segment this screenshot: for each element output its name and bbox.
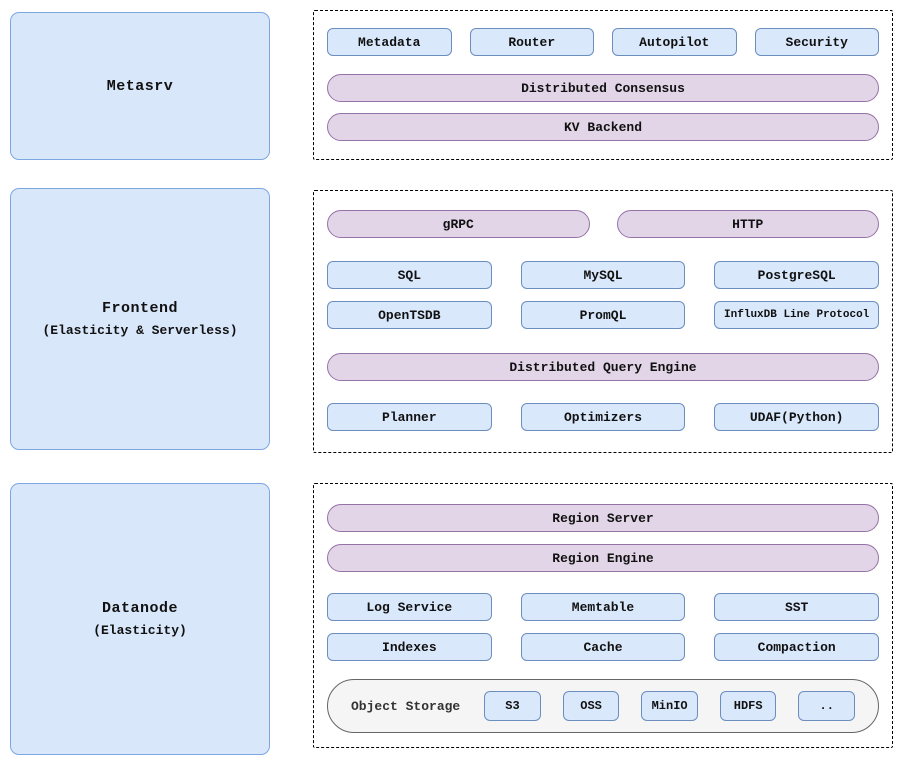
box-security: Security <box>754 28 879 56</box>
box-log-service: Log Service <box>327 593 492 621</box>
box-metadata: Metadata <box>327 28 452 56</box>
object-storage-container: Object Storage S3 OSS MinIO HDFS .. <box>327 679 879 733</box>
metasrv-title: Metasrv <box>106 77 174 95</box>
box-router: Router <box>469 28 594 56</box>
frontend-container: gRPC HTTP SQL MySQL PostgreSQL OpenTSDB … <box>313 190 893 453</box>
pill-distributed-consensus: Distributed Consensus <box>327 74 879 102</box>
box-promql: PromQL <box>520 301 686 329</box>
box-sql: SQL <box>327 261 492 289</box>
frontend-transport-row: gRPC HTTP <box>327 210 879 238</box>
object-storage-label: Object Storage <box>351 698 461 714</box>
box-hdfs: HDFS <box>719 691 777 721</box>
box-indexes: Indexes <box>327 633 492 661</box>
box-opentsdb: OpenTSDB <box>327 301 492 329</box>
frontend-protocols-row1: SQL MySQL PostgreSQL <box>327 261 879 289</box>
pill-kv-backend: KV Backend <box>327 113 879 141</box>
box-postgresql: PostgreSQL <box>714 261 879 289</box>
box-optimizers: Optimizers <box>520 403 686 431</box>
frontend-panel: Frontend (Elasticity & Serverless) <box>10 188 270 450</box>
metasrv-panel: Metasrv <box>10 12 270 160</box>
datanode-storage-row1: Log Service Memtable SST <box>327 593 879 621</box>
pill-grpc: gRPC <box>327 210 590 238</box>
pill-region-server: Region Server <box>327 504 879 532</box>
pill-distributed-query-engine: Distributed Query Engine <box>327 353 879 381</box>
datanode-container: Region Server Region Engine Log Service … <box>313 483 893 748</box>
metasrv-container: Metadata Router Autopilot Security Distr… <box>313 10 893 160</box>
box-udaf-python: UDAF(Python) <box>714 403 879 431</box>
pill-http: HTTP <box>616 210 879 238</box>
box-compaction: Compaction <box>714 633 879 661</box>
datanode-subtitle: (Elasticity) <box>93 623 187 638</box>
box-planner: Planner <box>327 403 492 431</box>
box-mysql: MySQL <box>520 261 686 289</box>
frontend-title: Frontend <box>101 300 178 317</box>
box-autopilot: Autopilot <box>612 28 737 56</box>
frontend-engine-row: Planner Optimizers UDAF(Python) <box>327 403 879 431</box>
box-s3: S3 <box>484 691 541 721</box>
box-sst: SST <box>714 593 879 621</box>
pill-region-engine: Region Engine <box>327 544 879 572</box>
frontend-protocols-row2: OpenTSDB PromQL InfluxDB Line Protocol <box>327 301 879 329</box>
frontend-subtitle: (Elasticity & Serverless) <box>42 323 238 338</box>
datanode-storage-row2: Indexes Cache Compaction <box>327 633 879 661</box>
box-minio: MinIO <box>641 691 698 721</box>
box-cache: Cache <box>520 633 686 661</box>
box-influxdb-line-protocol: InfluxDB Line Protocol <box>714 301 879 329</box>
box-memtable: Memtable <box>520 593 686 621</box>
box-other-storage: .. <box>798 691 856 721</box>
box-oss: OSS <box>562 691 620 721</box>
metasrv-components-row: Metadata Router Autopilot Security <box>327 28 879 56</box>
datanode-panel: Datanode (Elasticity) <box>10 483 270 755</box>
datanode-title: Datanode <box>101 600 178 617</box>
